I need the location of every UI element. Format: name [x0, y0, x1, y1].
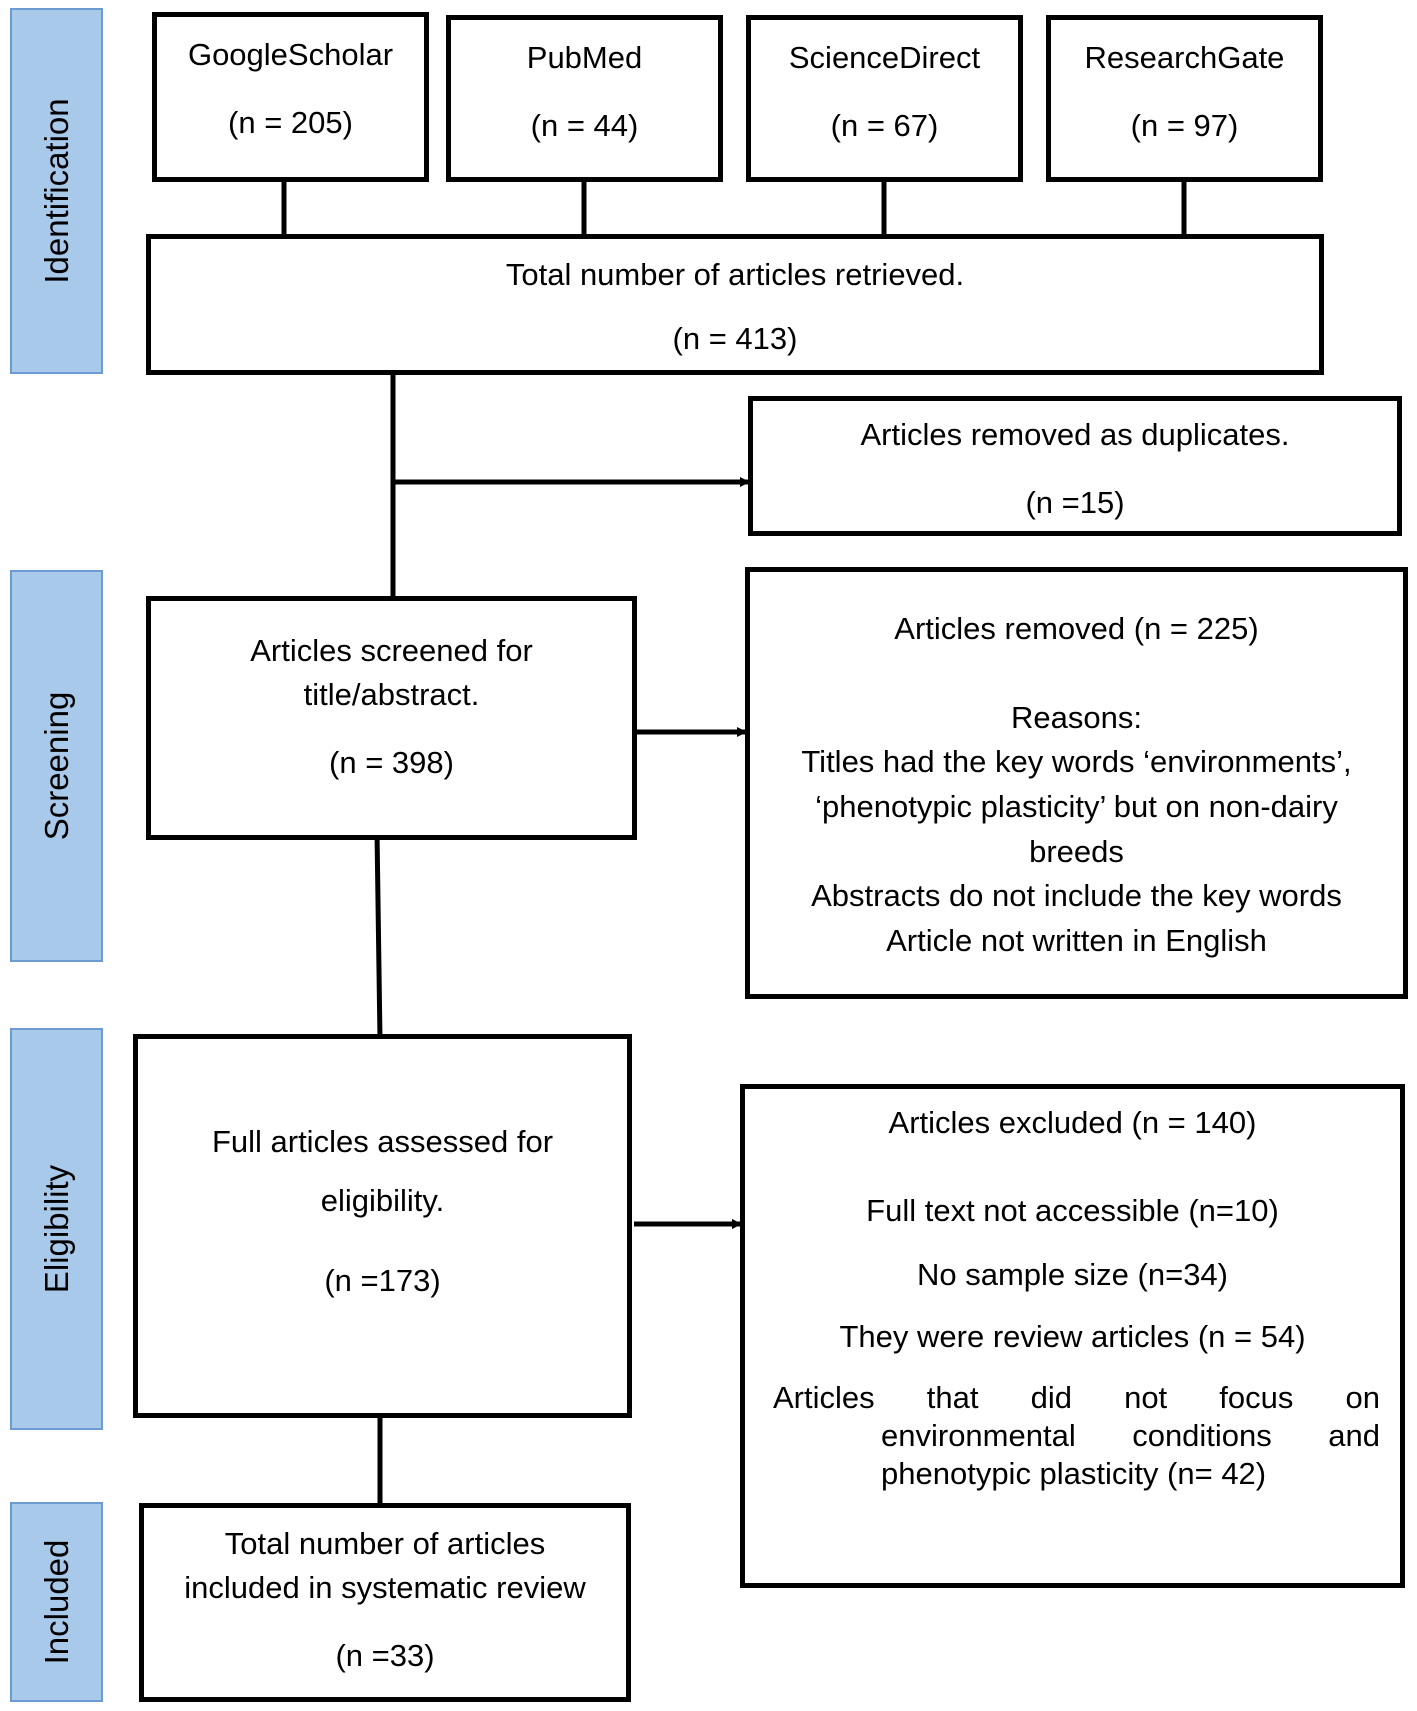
source-box-googlescholar: GoogleScholar (n = 205) — [152, 12, 429, 182]
included-line1: Total number of articles — [224, 1526, 546, 1561]
source-name: ResearchGate — [1084, 40, 1285, 75]
included-count: (n =33) — [335, 1638, 435, 1673]
total-retrieved-count: (n = 413) — [672, 321, 798, 356]
phase-screening-label: Screening — [37, 691, 75, 841]
screened-line2: title/abstract. — [303, 677, 480, 712]
excluded-heading: Articles excluded (n = 140) — [888, 1105, 1257, 1140]
eligibility-line1: Full articles assessed for — [211, 1124, 554, 1159]
duplicates-box: Articles removed as duplicates. (n =15) — [748, 396, 1402, 536]
source-count: (n = 44) — [530, 108, 639, 143]
source-box-researchgate: ResearchGate (n = 97) — [1046, 15, 1323, 182]
source-count: (n = 205) — [228, 105, 353, 140]
eligibility-count: (n =173) — [324, 1263, 441, 1298]
total-retrieved-box: Total number of articles retrieved. (n =… — [146, 234, 1324, 375]
screened-box: Articles screened for title/abstract. (n… — [146, 596, 637, 840]
phase-included: Included — [10, 1502, 103, 1702]
phase-identification-label: Identification — [37, 98, 75, 284]
removed-reason: ‘phenotypic plasticity’ but on non-dairy — [815, 789, 1338, 824]
phase-eligibility-label: Eligibility — [37, 1164, 75, 1294]
source-box-sciencedirect: ScienceDirect (n = 67) — [746, 15, 1023, 182]
source-name: GoogleScholar — [187, 37, 394, 72]
duplicates-text: Articles removed as duplicates. — [860, 417, 1290, 452]
source-count: (n = 97) — [1130, 108, 1239, 143]
source-name: ScienceDirect — [788, 40, 981, 75]
total-retrieved-text: Total number of articles retrieved. — [505, 257, 965, 292]
removed-reason: Titles had the key words ‘environments’, — [801, 744, 1352, 779]
eligibility-line2: eligibility. — [320, 1183, 445, 1218]
phase-eligibility: Eligibility — [10, 1028, 103, 1430]
phase-screening: Screening — [10, 570, 103, 962]
removed-reason: breeds — [1029, 834, 1124, 869]
phase-identification: Identification — [10, 8, 103, 374]
removed-reason: Article not written in English — [886, 923, 1267, 958]
source-count: (n = 67) — [830, 108, 939, 143]
excluded-item: Full text not accessible (n=10) — [866, 1193, 1279, 1228]
excluded-last-lead: Articles that did not focus on — [773, 1380, 1380, 1415]
duplicates-count: (n =15) — [1025, 485, 1125, 520]
removed-box: Articles removed (n = 225) Reasons: Titl… — [745, 567, 1408, 999]
source-box-pubmed: PubMed (n = 44) — [446, 15, 723, 182]
source-name: PubMed — [526, 40, 643, 75]
excluded-last-line3: phenotypic plasticity (n= 42) — [881, 1456, 1267, 1491]
excluded-item: They were review articles (n = 54) — [839, 1319, 1306, 1354]
eligibility-box: Full articles assessed for eligibility. … — [133, 1034, 632, 1418]
phase-included-label: Included — [37, 1539, 75, 1665]
excluded-item: No sample size (n=34) — [917, 1257, 1228, 1292]
excluded-last-line2: environmental conditions and — [881, 1418, 1380, 1453]
excluded-box: Articles excluded (n = 140) Full text no… — [740, 1084, 1405, 1588]
removed-reason: Abstracts do not include the key words — [811, 878, 1342, 913]
screened-line1: Articles screened for — [250, 633, 533, 668]
removed-reasons-label: Reasons: — [1011, 700, 1142, 735]
excluded-last-item: Articles that did not focus on environme… — [773, 1379, 1380, 1493]
included-box: Total number of articles included in sys… — [139, 1503, 631, 1702]
removed-heading: Articles removed (n = 225) — [894, 611, 1259, 646]
screened-count: (n = 398) — [329, 745, 454, 780]
included-line2: included in systematic review — [184, 1570, 586, 1605]
